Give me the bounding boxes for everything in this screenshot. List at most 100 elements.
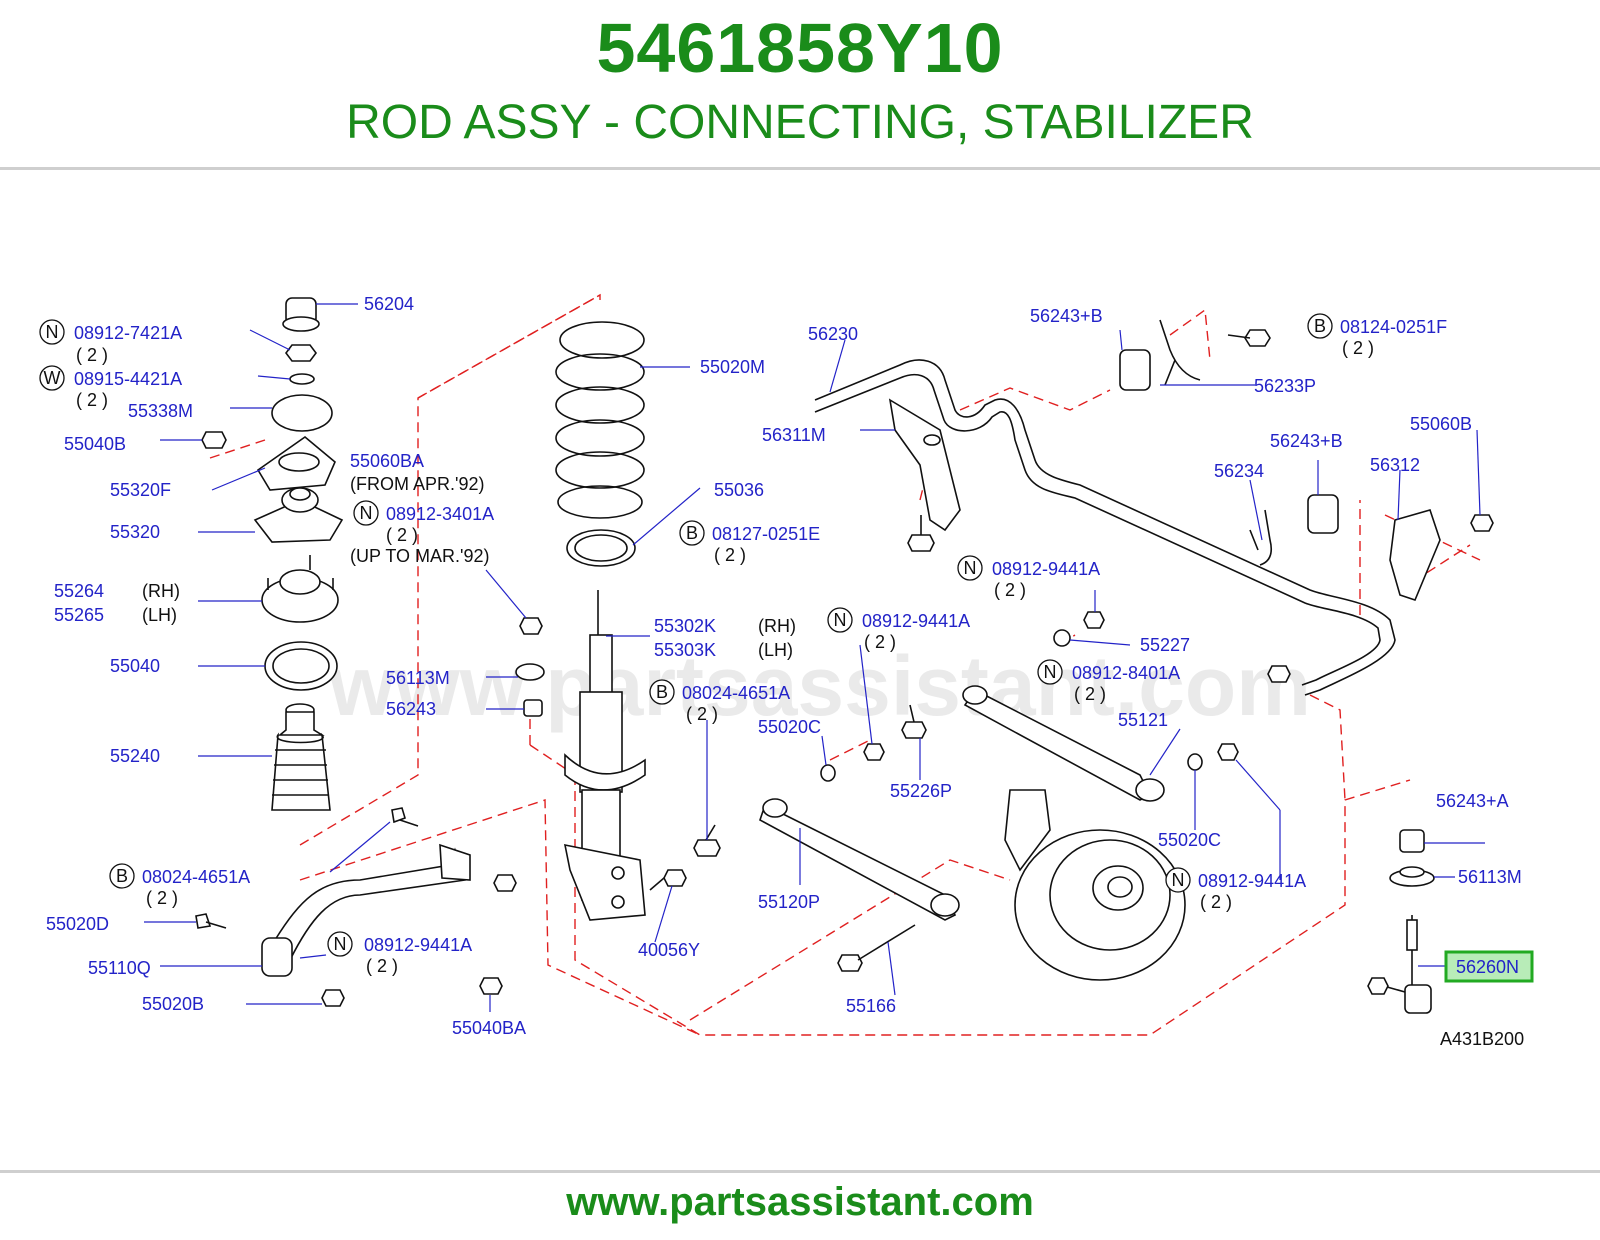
- prefix-n: N: [964, 558, 977, 578]
- label-55302K: 55302K: [654, 616, 716, 636]
- prefix-b: B: [656, 682, 668, 702]
- prefix-n: N: [334, 934, 347, 954]
- label-55120P: 55120P: [758, 892, 820, 912]
- prefix-markers: [39, 313, 1333, 957]
- label-55036: 55036: [714, 480, 764, 500]
- label-08912-3401A: 08912-3401A: [386, 504, 494, 524]
- qty-08912-3401A: ( 2 ): [386, 525, 418, 545]
- watermark: www.partsassistant.com: [328, 639, 1311, 733]
- label-56113M: 56113M: [1458, 867, 1522, 887]
- qty-08127-0251E: ( 2 ): [714, 545, 746, 565]
- side-55265: (LH): [142, 605, 177, 625]
- label-40056Y: 40056Y: [638, 940, 700, 960]
- label-55226P: 55226P: [890, 781, 952, 801]
- prefix-b: B: [116, 866, 128, 886]
- label-55320F: 55320F: [110, 480, 171, 500]
- label-56260N-highlighted[interactable]: 56260N: [1456, 957, 1519, 977]
- group-outlines: [209, 293, 1481, 1036]
- label-55227: 55227: [1140, 635, 1190, 655]
- note-from-apr-92: (FROM APR.'92): [350, 474, 484, 494]
- prefix-n: N: [834, 610, 847, 630]
- label-08912-9441A: 08912-9441A: [862, 611, 970, 631]
- brake-drum-hub: [1004, 789, 1186, 981]
- label-55040BA: 55040BA: [452, 1018, 526, 1038]
- part-description: ROD ASSY - CONNECTING, STABILIZER: [346, 96, 1254, 149]
- label-55110Q: 55110Q: [88, 958, 151, 978]
- lower-left-arm: [195, 617, 721, 1007]
- prefix-n: N: [1172, 870, 1185, 890]
- lateral-links: [759, 611, 1291, 972]
- side-55303K: (LH): [758, 640, 793, 660]
- label-55020M: 55020M: [700, 357, 765, 377]
- prefix-n: N: [360, 503, 373, 523]
- prefix-w: W: [44, 368, 61, 388]
- label-56234: 56234: [1214, 461, 1264, 481]
- label-55040: 55040: [110, 656, 160, 676]
- label-55040B: 55040B: [64, 434, 126, 454]
- label-08912-9441A: 08912-9441A: [992, 559, 1100, 579]
- qty-08024-4651A: ( 2 ): [146, 888, 178, 908]
- label-56243: 56243: [386, 699, 436, 719]
- label-56311M: 56311M: [762, 425, 826, 445]
- label-56230: 56230: [808, 324, 858, 344]
- side-55264: (RH): [142, 581, 180, 601]
- label-08912-7421A: 08912-7421A: [74, 323, 182, 343]
- label-08127-0251E: 08127-0251E: [712, 524, 820, 544]
- qty-08912-7421A: ( 2 ): [76, 345, 108, 365]
- qty-08124-0251F: ( 2 ): [1342, 338, 1374, 358]
- top-divider: [0, 167, 1600, 170]
- label-55264: 55264: [54, 581, 104, 601]
- label-55020C: 55020C: [758, 717, 821, 737]
- qty-08915-4421A: ( 2 ): [76, 390, 108, 410]
- label-55265: 55265: [54, 605, 104, 625]
- label-08912-9441A: 08912-9441A: [364, 935, 472, 955]
- label-08024-4651A: 08024-4651A: [682, 683, 790, 703]
- label-56312: 56312: [1370, 455, 1420, 475]
- label-55240: 55240: [110, 746, 160, 766]
- label-08124-0251F: 08124-0251F: [1340, 317, 1447, 337]
- qty-08912-9441A: ( 2 ): [1200, 892, 1232, 912]
- label-56243-A: 56243+A: [1436, 791, 1509, 811]
- qty-08912-9441A: ( 2 ): [366, 956, 398, 976]
- footer-url[interactable]: www.partsassistant.com: [566, 1180, 1034, 1224]
- label-08912-9441A: 08912-9441A: [1198, 871, 1306, 891]
- stabilizer-bar: [814, 319, 1494, 696]
- strut-mount-parts: [201, 297, 344, 811]
- label-55166: 55166: [846, 996, 896, 1016]
- callout-leaders: [144, 303, 1485, 1012]
- label-55020B: 55020B: [142, 994, 204, 1014]
- label-08024-4651A: 08024-4651A: [142, 867, 250, 887]
- label-55020D: 55020D: [46, 914, 109, 934]
- bottom-divider: [0, 1170, 1600, 1173]
- label-56113M: 56113M: [386, 668, 450, 688]
- highlight-box: [1444, 950, 1534, 983]
- header: 5461858Y10 ROD ASSY - CONNECTING, STABIL…: [0, 0, 1600, 170]
- label-55121: 55121: [1118, 710, 1168, 730]
- label-55303K: 55303K: [654, 640, 716, 660]
- diagram-code: A431B200: [1440, 1029, 1524, 1049]
- label-56233P: 56233P: [1254, 376, 1316, 396]
- note-up-to-mar-92: (UP TO MAR.'92): [350, 546, 489, 566]
- label-55338M: 55338M: [128, 401, 193, 421]
- prefix-b: B: [1314, 316, 1326, 336]
- side-55302K: (RH): [758, 616, 796, 636]
- label-55020C: 55020C: [1158, 830, 1221, 850]
- prefix-n: N: [46, 322, 59, 342]
- label-55060BA: 55060BA: [350, 451, 424, 471]
- connecting-rod-parts: [1367, 829, 1435, 1014]
- label-08912-8401A: 08912-8401A: [1072, 663, 1180, 683]
- qty-08912-9441A: ( 2 ): [994, 580, 1026, 600]
- qty-08024-4651A: ( 2 ): [686, 704, 718, 724]
- label-56204: 56204: [364, 294, 414, 314]
- qty-08912-9441A: ( 2 ): [864, 632, 896, 652]
- part-number-title: 5461858Y10: [596, 9, 1004, 87]
- label-55320: 55320: [110, 522, 160, 542]
- label-55060B: 55060B: [1410, 414, 1472, 434]
- label-56243-B: 56243+B: [1270, 431, 1343, 451]
- label-08915-4421A: 08915-4421A: [74, 369, 182, 389]
- qty-08912-8401A: ( 2 ): [1074, 684, 1106, 704]
- prefix-b: B: [686, 523, 698, 543]
- prefix-n: N: [1044, 662, 1057, 682]
- coil-spring-and-strut: [555, 321, 646, 921]
